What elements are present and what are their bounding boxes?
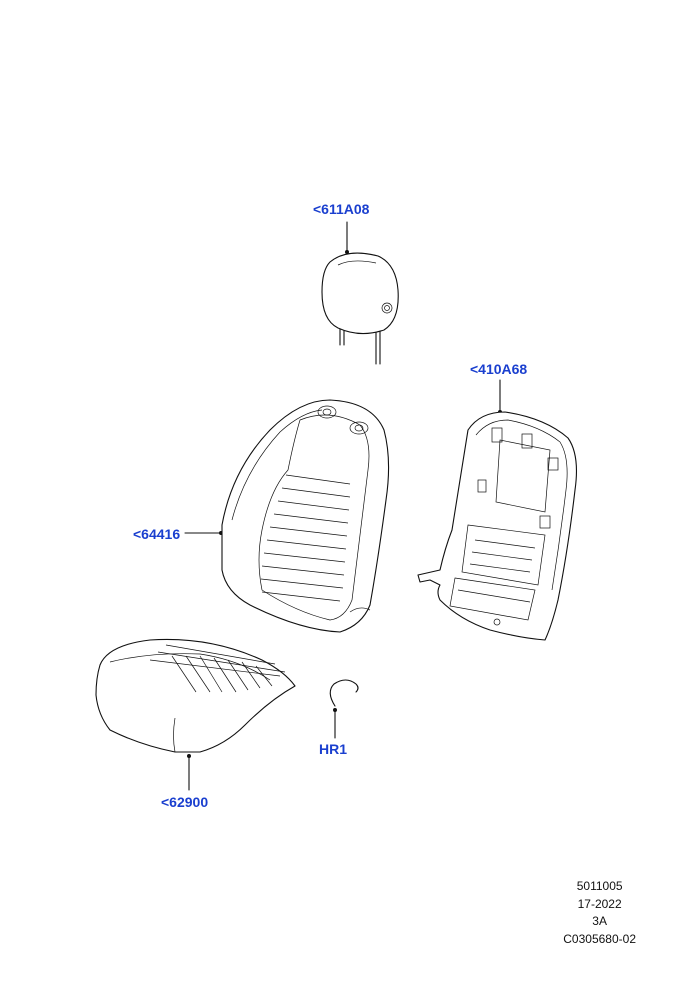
callout-headrest[interactable]: <611A08 (313, 201, 370, 217)
hog-ring-part[interactable] (329, 679, 359, 739)
callout-backrest-cover[interactable]: <64416 (133, 526, 181, 542)
footer-line-3: 3A (592, 914, 607, 928)
callout-backrest-panel[interactable]: <410A68 (470, 361, 528, 377)
callout-hog-ring[interactable]: HR1 (319, 741, 348, 757)
footer-line-4: C0305680-02 (563, 931, 636, 946)
footer-line-2: 17-2022 (577, 896, 622, 911)
backrest-cover-part[interactable] (184, 399, 390, 633)
diagram-reference-block: 5011005 17-2022 3A C0305680-02 (563, 878, 636, 948)
headrest-part[interactable] (321, 221, 399, 365)
backrest-panel-part[interactable] (417, 379, 577, 641)
callout-seat-cushion[interactable]: <62900 (161, 794, 209, 810)
seat-cushion-part[interactable] (95, 638, 296, 791)
footer-line-1: 5011005 (576, 879, 623, 893)
